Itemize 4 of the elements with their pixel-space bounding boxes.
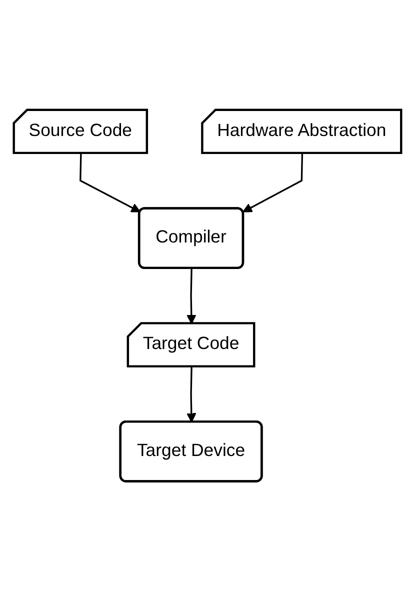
arrow <box>80 153 141 212</box>
arrow <box>242 153 304 212</box>
arrow <box>186 366 196 422</box>
arrow <box>186 268 196 324</box>
